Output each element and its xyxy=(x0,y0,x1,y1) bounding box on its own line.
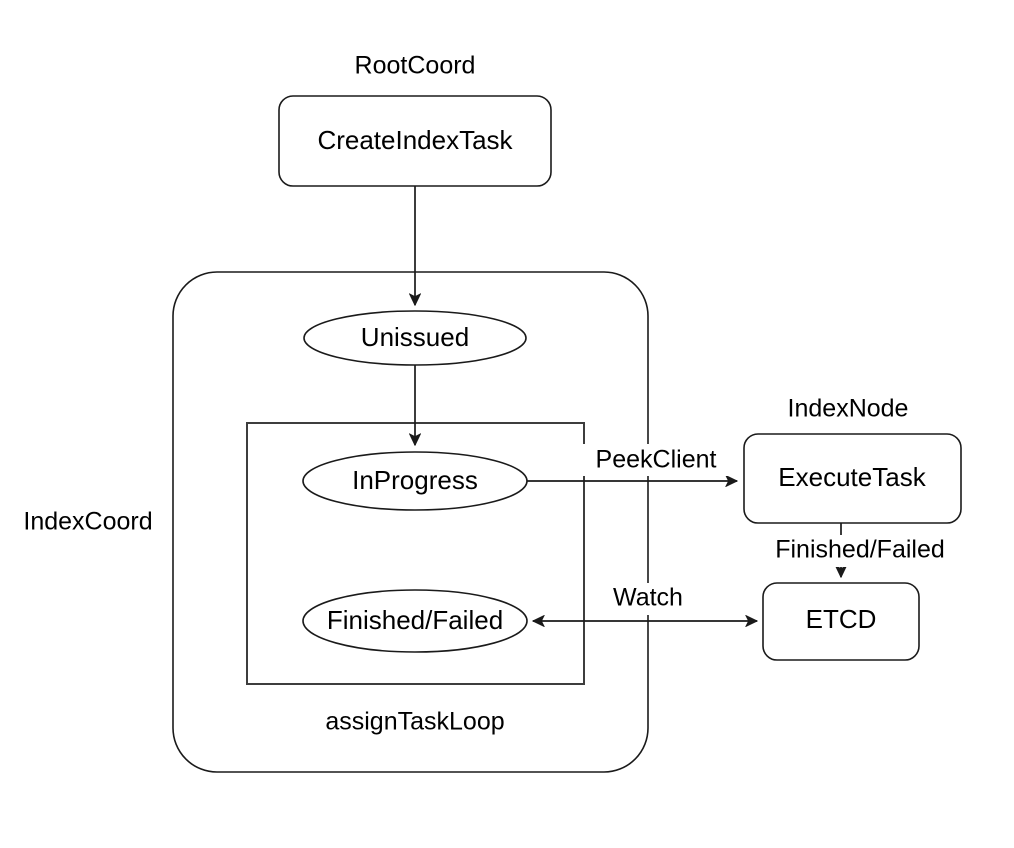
peekclient-label: PeekClient xyxy=(596,446,717,474)
create-index-task-box[interactable] xyxy=(278,95,552,187)
execute-task-box[interactable] xyxy=(743,433,962,524)
edge-etcd-to-finished: Watch xyxy=(532,583,758,628)
finished-failed-edge-label: Finished/Failed xyxy=(775,536,945,564)
node-execute-task[interactable]: ExecuteTask xyxy=(743,433,962,524)
peekclient-label-bg xyxy=(582,444,730,476)
group-indexnode: IndexNode xyxy=(788,395,909,423)
edge-execute-to-etcd: Finished/Failed xyxy=(756,523,966,578)
rootcoord-label: RootCoord xyxy=(355,52,476,80)
etcd-box[interactable] xyxy=(762,582,920,661)
node-create-index-task[interactable]: CreateIndexTask xyxy=(278,95,552,187)
inprogress-label: InProgress xyxy=(352,465,478,495)
inprogress-ellipse[interactable] xyxy=(302,451,528,511)
create-index-task-label: CreateIndexTask xyxy=(317,125,513,155)
unissued-label: Unissued xyxy=(361,322,469,352)
node-finished-failed-state[interactable]: Finished/Failed xyxy=(302,589,528,653)
execute-task-label: ExecuteTask xyxy=(778,462,926,492)
node-inprogress[interactable]: InProgress xyxy=(302,451,528,511)
node-etcd[interactable]: ETCD xyxy=(762,582,920,661)
node-unissued[interactable]: Unissued xyxy=(303,310,527,366)
indexcoord-label: IndexCoord xyxy=(23,508,152,536)
etcd-label: ETCD xyxy=(806,604,877,634)
assigntaskloop-label: assignTaskLoop xyxy=(325,708,504,736)
watch-label-bg xyxy=(600,583,698,615)
watch-label: Watch xyxy=(613,584,683,612)
unissued-ellipse[interactable] xyxy=(303,310,527,366)
finished-failed-ellipse[interactable] xyxy=(302,589,528,653)
indexnode-label: IndexNode xyxy=(788,395,909,423)
finished-failed-state-label: Finished/Failed xyxy=(327,605,503,635)
indexcoord-container xyxy=(172,271,649,773)
group-rootcoord: RootCoord xyxy=(355,52,476,80)
finished-failed-edge-label-bg xyxy=(756,535,966,567)
edge-inprogress-to-execute: PeekClient xyxy=(527,444,738,488)
group-indexcoord: IndexCoord xyxy=(23,271,649,773)
